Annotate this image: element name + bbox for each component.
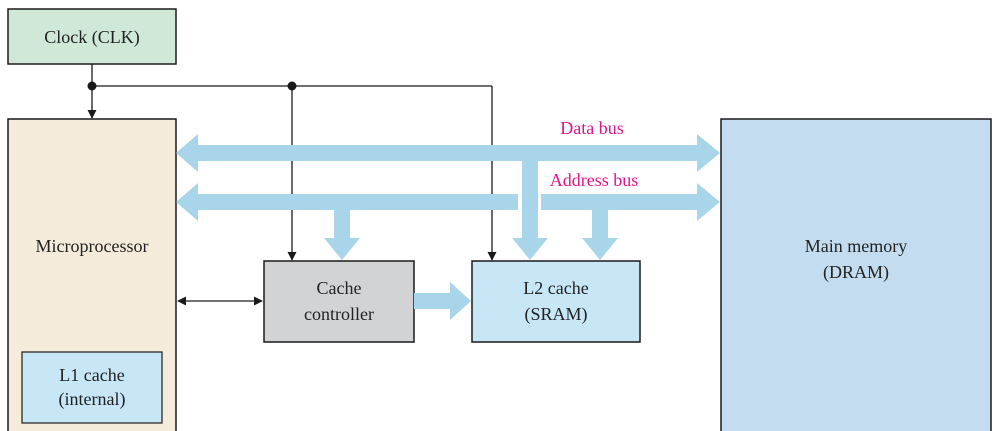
clock-junction-dot [287,81,297,91]
cache-controller-label-line1: Cache [317,278,362,298]
l1-cache-label-line2: (internal) [59,389,126,410]
address-bus-left-arrow [176,183,518,221]
data-bus-label: Data bus [560,118,623,138]
data-bus-arrow [176,134,720,172]
cache-controller-label-line2: controller [304,304,374,324]
l2-cache-label-line2: (SRAM) [524,304,587,325]
main-memory-box [720,118,992,431]
microprocessor-label: Microprocessor [36,236,149,256]
cache-controller-box [263,260,415,343]
l1-cache-box [21,351,163,424]
l2-cache-label-line1: L2 cache [523,278,588,298]
clock-box [7,8,177,65]
l2-cache-box [471,260,641,343]
data-bus-to-l2-arrow [512,161,548,260]
address-bus-right-arrow [541,183,720,221]
l1-cache-label-line1: L1 cache [59,365,124,385]
clock-junction-dot [87,81,97,91]
address-to-controller-arrow [324,210,360,260]
main-memory-label-line2: (DRAM) [823,262,889,283]
address-bus-label: Address bus [550,170,639,190]
clock-label: Clock (CLK) [44,27,139,48]
address-to-l2-arrow [582,210,618,260]
main-memory-label-line1: Main memory [805,236,907,256]
controller-to-l2-arrow [414,282,471,320]
